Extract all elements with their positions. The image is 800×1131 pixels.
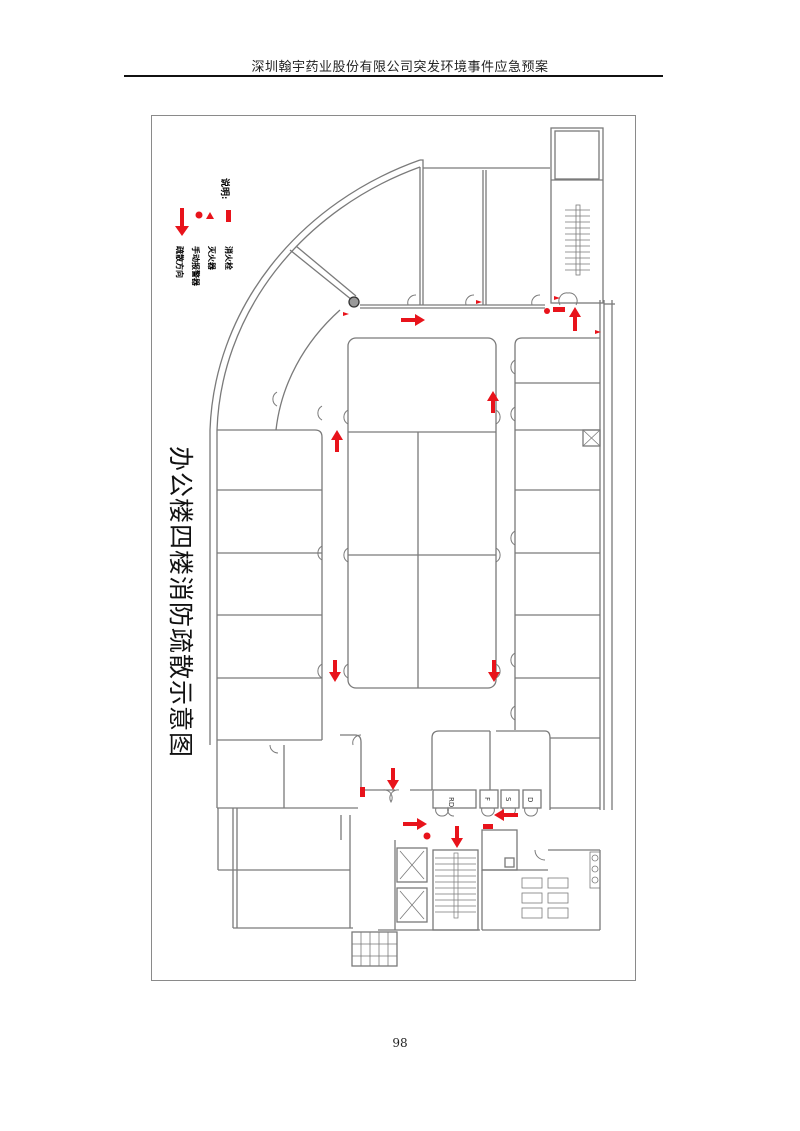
figure-title: 办公楼四楼消防疏散示意图: [166, 446, 206, 758]
document-header: 深圳翰宇药业股份有限公司突发环境事件应急预案: [251, 60, 549, 75]
legend-label-evacuation: 疏散方向: [175, 246, 185, 278]
shaft-label-f: F: [483, 797, 491, 801]
shaft-label-s: S: [504, 797, 512, 802]
page-number: 98: [392, 1036, 408, 1050]
shaft-label-d: D: [526, 797, 534, 802]
legend-label-extinguisher: 灭火器: [207, 246, 217, 270]
shaft-label-rd: RD: [447, 797, 455, 807]
legend-label-alarm: 手动报警器: [191, 246, 201, 286]
legend: 说明: 消火栓 灭火器 手动报警器 疏散方向: [170, 178, 270, 288]
legend-title: 说明:: [219, 178, 229, 200]
legend-extinguisher-icon: [206, 212, 214, 219]
legend-alarm-icon: [195, 211, 203, 219]
legend-label-hydrant: 消火栓: [224, 246, 234, 270]
figure-title-text: 办公楼四楼消防疏散示意图: [166, 446, 195, 759]
legend-symbols: [175, 208, 231, 236]
legend-arrow-icon: [175, 208, 189, 236]
figure-frame: [151, 115, 636, 981]
evacuation-arrows: [329, 296, 601, 848]
legend-hydrant-icon: [226, 210, 231, 222]
header-rule: [124, 75, 663, 77]
